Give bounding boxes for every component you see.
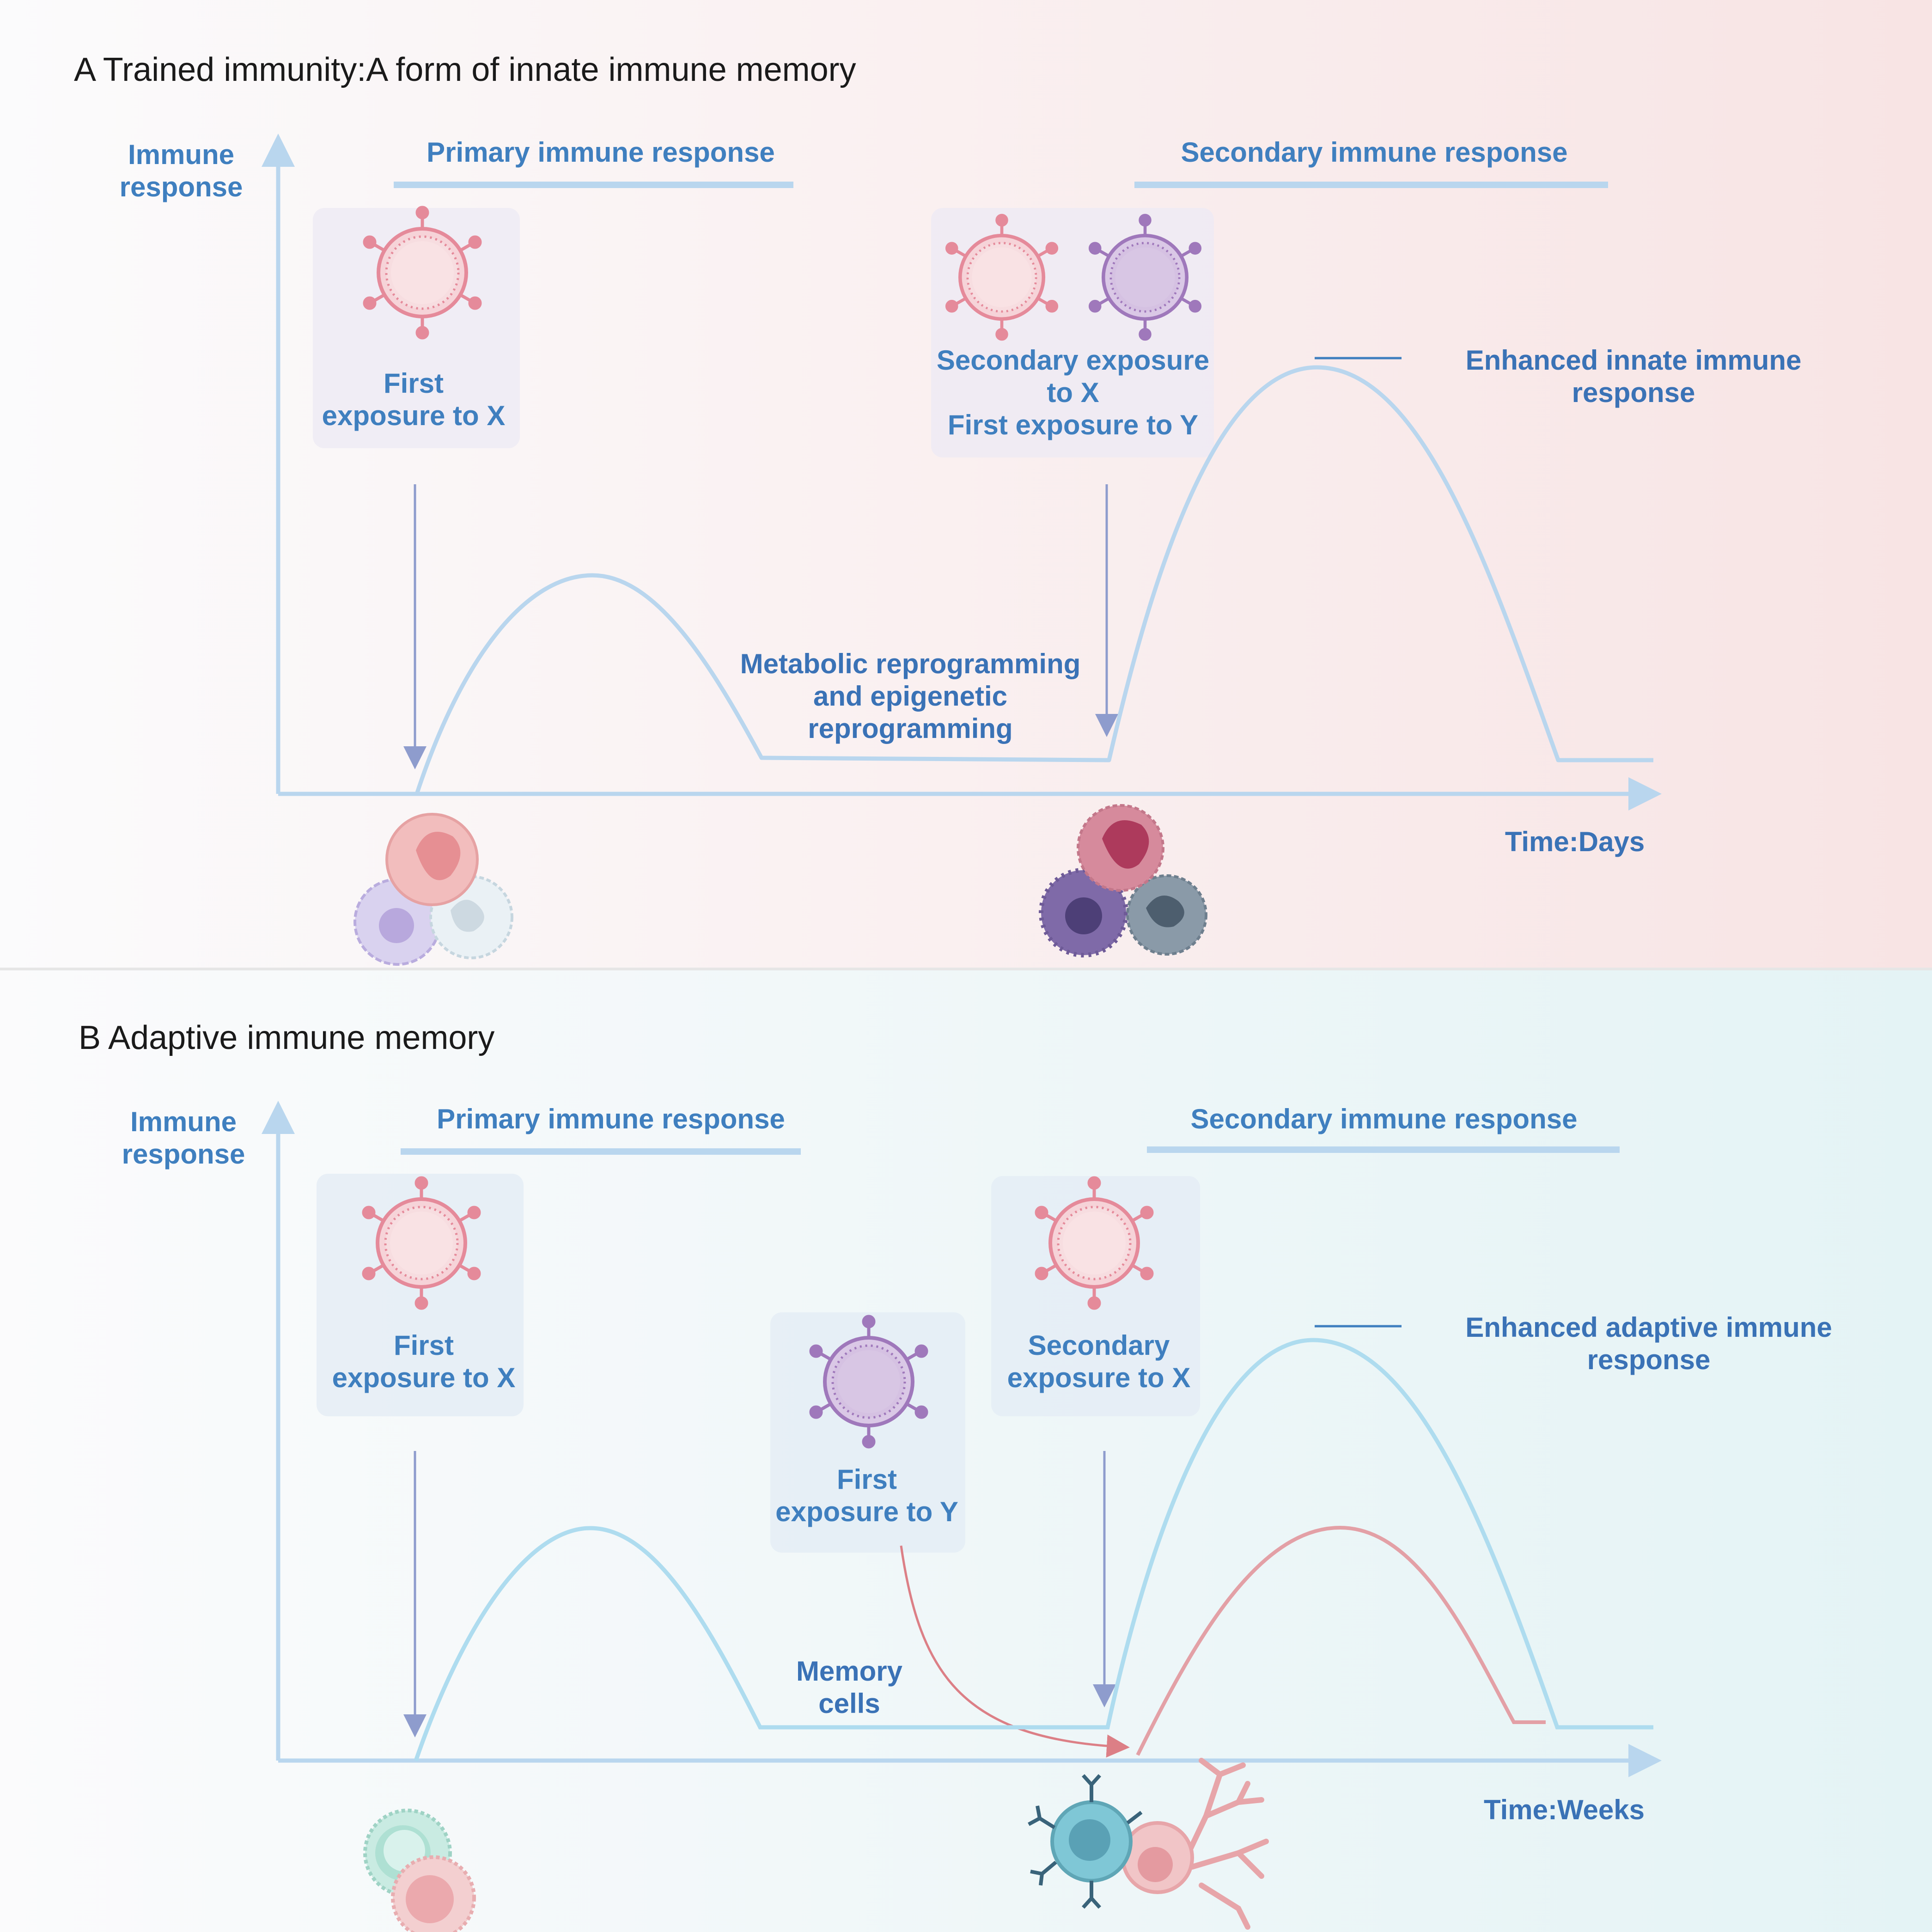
panel-b-response-curve	[414, 1338, 1653, 1761]
panel-a-background	[0, 0, 1932, 968]
panel-b-secondary-exposure-1: Secondary	[1028, 1330, 1170, 1361]
panel-b-title: B Adaptive immune memory	[79, 1019, 494, 1056]
panel-a-first-exposure-box	[313, 208, 520, 448]
panel-b-enhanced-1: Enhanced adaptive immune	[1465, 1312, 1832, 1343]
panel-a-metabolic-2: and epigenetic	[813, 681, 1007, 712]
panel-b-exposure-y-arrow	[900, 1545, 1130, 1758]
panel-a-x-label: Time:Days	[1505, 826, 1645, 857]
panel-a-y-label-2: response	[120, 171, 243, 202]
memory-cells-icon	[363, 1809, 476, 1932]
panel-b-secondary-exposure-2: exposure to X	[1007, 1362, 1191, 1393]
b-cell-dendritic-cell-icon	[1028, 1758, 1269, 1930]
panel-b-x-label: Time:Weeks	[1484, 1794, 1645, 1825]
panel-b-y-label-1: Immune	[130, 1106, 237, 1137]
panel-b-y-label-2: response	[122, 1139, 245, 1170]
panel-b-memory-2: cells	[818, 1688, 880, 1719]
panel-a-first-exposure-2: exposure to X	[322, 400, 506, 431]
panel-a-metabolic-1: Metabolic reprogramming	[740, 648, 1081, 679]
panel-b-background	[0, 968, 1932, 1932]
panel-a-primary-label: Primary immune response	[427, 137, 775, 168]
panel-a-y-label-1: Immune	[128, 139, 234, 170]
panel-b-enhanced-2: response	[1587, 1344, 1711, 1375]
panel-a-enhanced-1: Enhanced innate immune	[1466, 345, 1802, 376]
panel-a-enhanced-2: response	[1572, 377, 1695, 408]
panel-b-first-exposure-x-1: First	[394, 1330, 454, 1361]
panel-a-secondary-label: Secondary immune response	[1181, 137, 1568, 168]
panel-b-secondary-label: Secondary immune response	[1191, 1103, 1578, 1134]
panel-a-response-curve	[414, 365, 1653, 795]
panel-b-first-exposure-x-2: exposure to X	[332, 1362, 516, 1393]
trained-innate-cells-icon	[1039, 804, 1207, 957]
panel-b-first-exposure-y-1: First	[837, 1464, 897, 1495]
panel-a-metabolic-3: reprogramming	[808, 713, 1012, 744]
panel-a-title: A Trained immunity:A form of innate immu…	[74, 51, 856, 88]
panel-b-first-exposure-y-2: exposure to Y	[775, 1496, 958, 1527]
panel-a-secondary-exposure-2: to X	[1047, 377, 1099, 408]
panel-a-first-exposure-1: First	[384, 368, 444, 399]
panel-a-secondary-exposure-1: Secondary exposure	[937, 345, 1209, 376]
innate-cells-icon	[353, 813, 513, 966]
panel-b-y-response-curve	[1136, 1525, 1546, 1756]
panel-b-primary-label: Primary immune response	[437, 1103, 785, 1134]
panel-a-secondary-exposure-3: First exposure to Y	[948, 409, 1198, 440]
panel-b-memory-1: Memory	[796, 1656, 903, 1687]
